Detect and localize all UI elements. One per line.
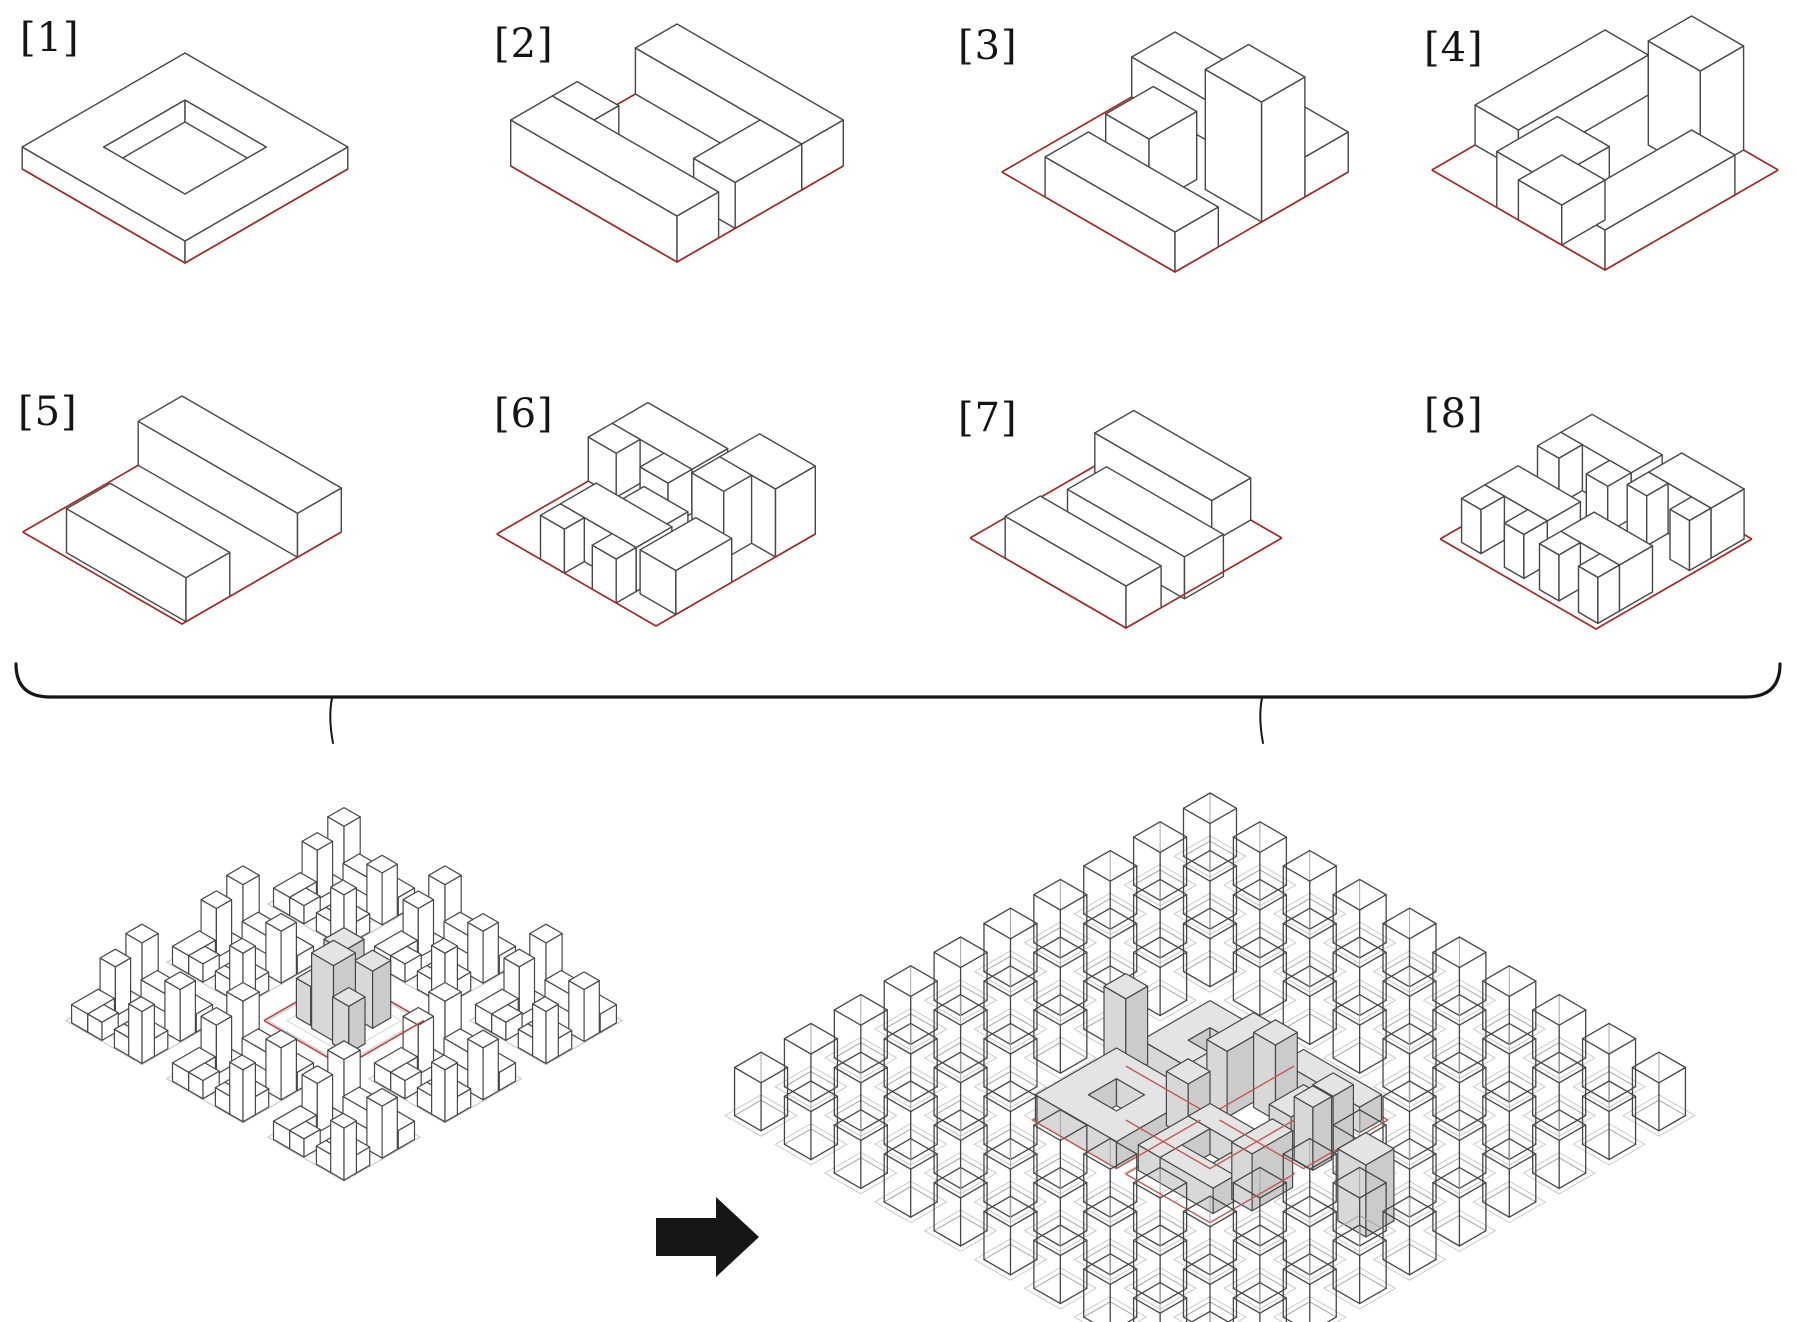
module-label-6: [6] [494,391,554,437]
arrow-right-icon [656,1197,759,1277]
module-drawing-5 [22,395,342,625]
module-drawing-2 [510,23,844,263]
module-drawing-8 [1439,413,1753,630]
module-label-2: [2] [494,21,554,67]
composition-large-fabric [724,792,1696,1322]
module-label-3: [3] [958,23,1018,69]
module-drawing-1 [21,52,349,264]
module-label-5: [5] [18,389,78,435]
module-drawing-4 [1431,15,1779,271]
module-drawing-3 [1001,31,1349,273]
module-label-4: [4] [1424,25,1484,71]
composition-small-cluster [64,806,624,1182]
module-drawing-7 [969,409,1283,629]
module-drawing-6 [496,401,816,627]
module-label-8: [8] [1424,391,1484,437]
module-label-7: [7] [958,395,1018,441]
gathering-brace [14,662,1782,744]
module-label-1: [1] [20,15,80,61]
